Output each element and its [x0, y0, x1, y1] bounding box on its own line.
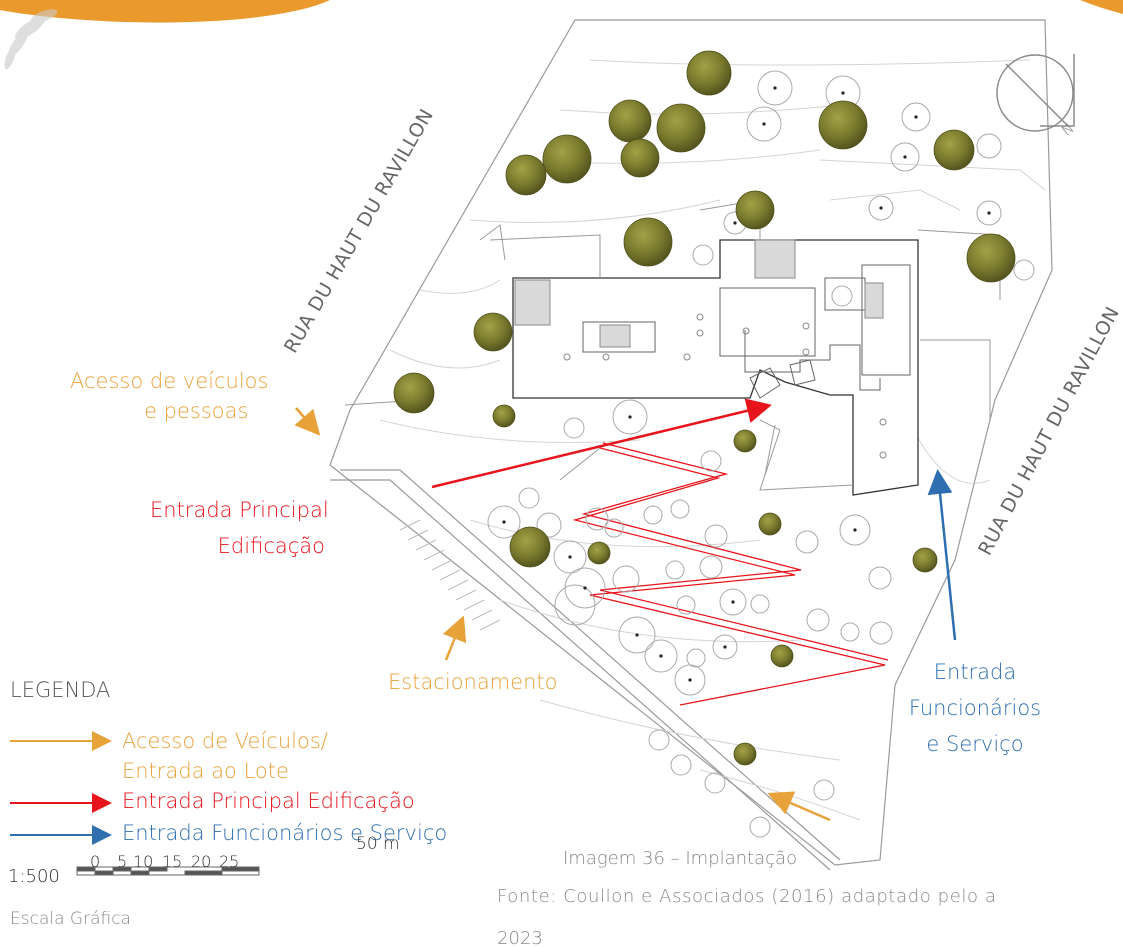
contour-lines: [379, 59, 1046, 821]
scale-tick-0: 0: [90, 852, 101, 871]
figure-caption-year: 2023: [497, 928, 543, 949]
north-compass: [996, 54, 1075, 132]
staff-entrance-line-2: Funcionários: [908, 696, 1042, 720]
staff-entrance-line-3: e Serviço: [926, 732, 1024, 756]
legend-item-vehicle-access: Acesso de Veículos/ Entrada ao Lote: [122, 726, 328, 786]
legend-title: LEGENDA: [10, 678, 111, 702]
vehicle-access-line-2: e pessoas: [144, 399, 249, 423]
legend-item-vehicle-access-line-2: Entrada ao Lote: [122, 759, 289, 783]
building-columns: [563, 313, 887, 459]
planted-tree-dots: [502, 86, 991, 682]
parking-stripes: [399, 519, 501, 631]
legend-arrows: [10, 731, 112, 845]
staff-entrance-line-1: Entrada: [933, 660, 1017, 684]
lot-boundary: [329, 19, 1053, 871]
main-entrance-label: Entrada Principal Edificação: [150, 492, 329, 564]
scale-caption: Escala Gráfica: [10, 909, 131, 929]
legend-item-staff-entrance: Entrada Funcionários e Serviço: [122, 821, 448, 845]
building-details: [582, 264, 911, 399]
scale-bar: [76, 866, 260, 876]
access-arrows: [294, 398, 957, 822]
vehicle-access-line-1: Acesso de veículos: [70, 369, 269, 393]
vehicle-access-label: Acesso de veículos e pessoas: [70, 366, 268, 426]
building-shaded-areas: [514, 239, 884, 348]
scale-tick-5: 5: [117, 852, 128, 871]
scale-tick-10: 10: [133, 852, 154, 871]
planted-tree-circles: [487, 70, 1035, 838]
canopy-trees: [393, 50, 1016, 766]
legend-item-main-entrance: Entrada Principal Edificação: [122, 789, 415, 813]
ramp-edges: [559, 424, 776, 481]
main-entrance-line-2: Edificação: [217, 534, 325, 558]
figure-caption-title: Imagem 36 – Implantação: [563, 848, 798, 869]
staff-entrance-label: Entrada Funcionários e Serviço: [905, 654, 1045, 762]
scale-end-label: 50 m: [356, 834, 400, 854]
scale-tick-15: 15: [162, 852, 183, 871]
parking-label: Estacionamento: [388, 670, 558, 694]
scale-tick-20: 20: [191, 852, 212, 871]
scale-tick-25: 25: [219, 852, 240, 871]
building-footprint: [512, 239, 919, 496]
main-entrance-line-1: Entrada Principal: [150, 498, 329, 522]
scale-ratio: 1:500: [8, 866, 60, 887]
legend-item-vehicle-access-line-1: Acesso de Veículos/: [122, 729, 328, 753]
top-banner: [0, 0, 1123, 23]
leaf-decoration: [4, 9, 58, 70]
zigzag-ramp: [572, 442, 889, 706]
figure-caption-source: Fonte: Coullon e Associados (2016) adapt…: [497, 886, 997, 907]
